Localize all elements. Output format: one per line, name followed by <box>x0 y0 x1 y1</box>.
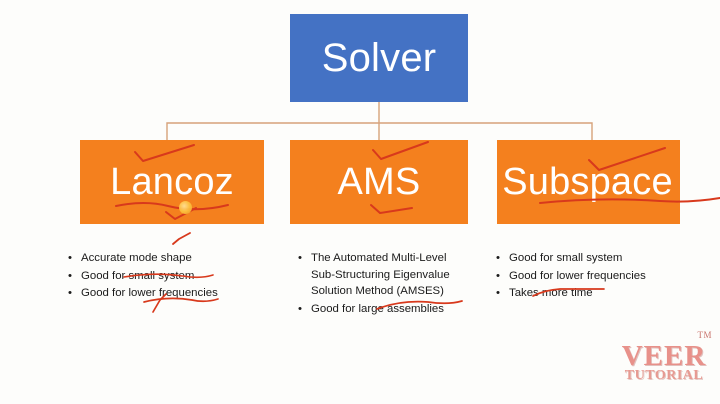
bullet-glyph: • <box>496 287 500 300</box>
list-item-text: Takes more time <box>509 287 593 300</box>
list-item: • The Automated Multi-Level Sub-Structur… <box>296 250 491 300</box>
bullet-glyph: • <box>298 252 302 264</box>
list-item: • Takes more time <box>494 285 699 302</box>
bullet-list-subspace: • Good for small system • Good for lower… <box>494 250 699 303</box>
tick-over-accurate-mode-shape-mark <box>172 232 191 245</box>
node-ams[interactable]: AMS <box>290 140 468 224</box>
logo-subtitle: TUTORIAL <box>624 368 704 383</box>
list-item: • Good for large assemblies <box>296 301 491 318</box>
veer-tutorial-logo: TM VEER TUTORIAL <box>612 330 716 392</box>
bullet-glyph: • <box>68 287 72 300</box>
list-item-text-line3: Solution Method (AMSES) <box>311 285 444 298</box>
bullet-glyph: • <box>496 269 500 282</box>
list-item-text: Accurate mode shape <box>81 252 192 264</box>
node-lancoz[interactable]: Lancoz <box>80 140 264 224</box>
cursor-dot-icon <box>179 201 192 214</box>
logo-wordmark: VEER <box>621 340 707 372</box>
list-item-text: Good for large assemblies <box>311 302 444 315</box>
list-item-text: Good for small system <box>81 269 195 282</box>
list-item: • Good for lower frequencies <box>494 268 699 285</box>
node-solver-label: Solver <box>321 36 437 80</box>
node-subspace[interactable]: Subspace <box>497 140 680 224</box>
connector-horizontal-bar <box>166 122 593 140</box>
list-item: • Good for lower frequencies <box>66 285 271 302</box>
bullet-glyph: • <box>68 252 72 264</box>
list-item-text-line2: Sub-Structuring Eigenvalue <box>311 268 450 281</box>
list-item-text: Good for lower frequencies <box>81 287 218 300</box>
bullet-glyph: • <box>496 252 500 264</box>
list-item-text: Good for small system <box>509 252 623 264</box>
node-solver[interactable]: Solver <box>290 14 468 102</box>
node-ams-label: AMS <box>337 161 421 203</box>
bullet-list-ams: • The Automated Multi-Level Sub-Structur… <box>296 250 491 318</box>
node-lancoz-label: Lancoz <box>110 161 234 203</box>
list-item: • Accurate mode shape <box>66 250 271 267</box>
bullet-glyph: • <box>298 302 302 315</box>
list-item: • Good for small system <box>494 250 699 267</box>
bullet-glyph: • <box>68 269 72 282</box>
bullet-list-lancoz: • Accurate mode shape • Good for small s… <box>66 250 271 303</box>
list-item: • Good for small system <box>66 268 271 285</box>
list-item-text: The Automated Multi-Level <box>311 252 447 264</box>
list-item-text: Good for lower frequencies <box>509 269 646 282</box>
node-subspace-label: Subspace <box>502 161 673 203</box>
trademark-symbol: TM <box>697 330 712 340</box>
